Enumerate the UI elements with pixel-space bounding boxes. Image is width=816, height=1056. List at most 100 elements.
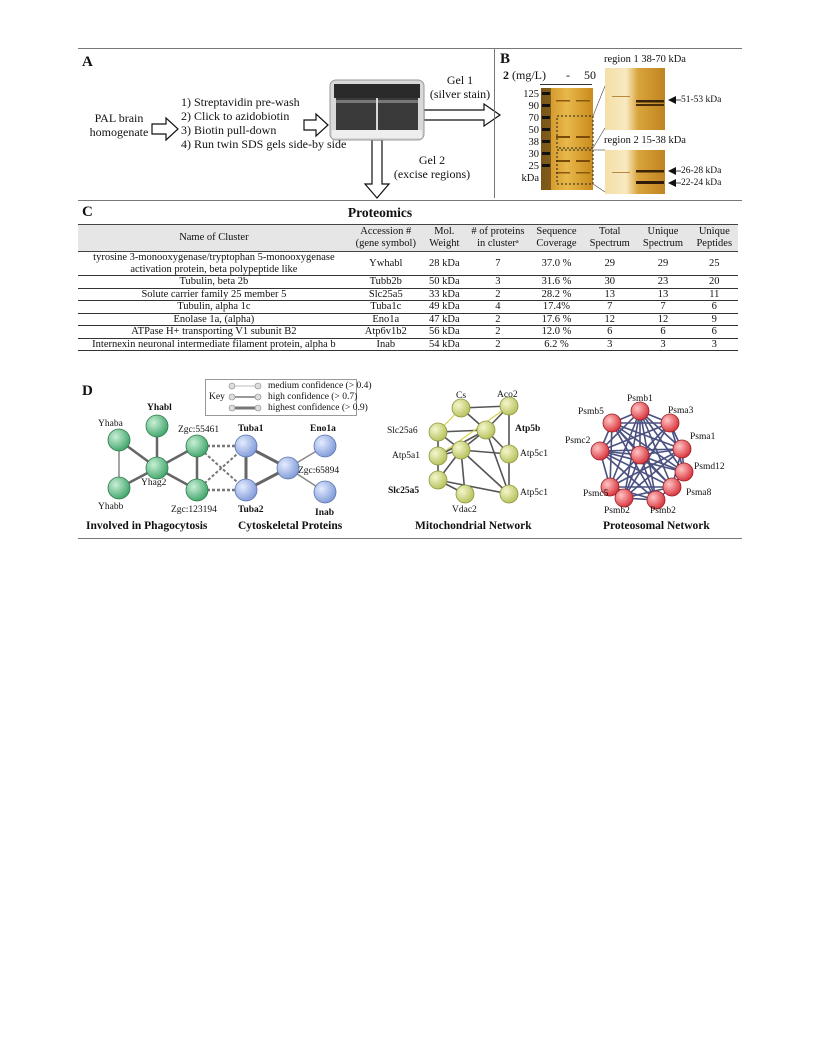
- network-graphics: [107, 396, 694, 510]
- marker-90: 90: [528, 101, 540, 112]
- conc-unit: (mg/L): [509, 68, 546, 82]
- gel2-line-1: Gel 2: [418, 153, 446, 167]
- gel1-line-2: (silver stain): [429, 87, 491, 101]
- label-psmb1: Psmb1: [627, 394, 653, 404]
- label-aco2: Aco2: [497, 390, 518, 400]
- node-atp5c1-a: [499, 444, 519, 464]
- panel-b-divider: [494, 48, 495, 198]
- label-atp5c1-b: Atp5c1: [520, 488, 548, 498]
- panel-a-arrows: [151, 79, 502, 199]
- node-yhaba: [107, 428, 131, 452]
- node-zgc55461: [185, 434, 209, 458]
- table-row: Internexin neuronal intermediate filamen…: [78, 338, 738, 351]
- node-psma3: [660, 413, 680, 433]
- marker-labels: 125 90 70 50 38 30 25 kDa: [513, 89, 540, 186]
- panel-b-letter: B: [500, 51, 511, 67]
- node-eno1a: [313, 434, 337, 458]
- gel1-label: Gel 1 (silver stain): [424, 73, 496, 101]
- label-yhag2: Yhag2: [141, 478, 167, 488]
- label-zgc55461: Zgc:55461: [178, 425, 220, 435]
- arrow-right-1: [151, 116, 179, 142]
- label-psma8: Psma8: [686, 488, 712, 498]
- label-inab: Inab: [315, 508, 335, 518]
- step-2: 2) Click to azidobiotin: [181, 109, 290, 123]
- node-yhabb: [107, 476, 131, 500]
- label-slc25a6: Slc25a6: [387, 426, 418, 436]
- node-atp5b: [476, 420, 496, 440]
- node-psmb2-a: [614, 488, 634, 508]
- step-list: 1) Streptavidin pre-wash 2) Click to azi…: [181, 95, 346, 151]
- gel-apparatus-image: [329, 79, 425, 141]
- label-yhabb: Yhabb: [98, 502, 124, 512]
- proteomics-title: Proteomics: [347, 205, 413, 220]
- node-psmc2: [590, 441, 610, 461]
- input-line-1: PAL brain: [94, 111, 144, 125]
- panel-c-letter: C: [82, 204, 93, 220]
- node-aco2: [499, 396, 519, 416]
- col-mol-weight: Mol.Weight: [421, 224, 467, 252]
- bottom-rule: [78, 538, 742, 539]
- node-center-red: [630, 445, 650, 465]
- label-psma3: Psma3: [668, 406, 694, 416]
- top-rule: [78, 48, 742, 49]
- node-vdac2: [455, 484, 475, 504]
- node-psmb5: [602, 413, 622, 433]
- label-tuba1: Tuba1: [238, 424, 264, 434]
- table-row: ATPase H+ transporting V1 subunit B2 Atp…: [78, 325, 738, 339]
- marker-70: 70: [528, 113, 540, 124]
- node-tuba1: [234, 434, 258, 458]
- marker-25: 25: [528, 161, 540, 172]
- input-label: PAL brain homogenate: [80, 111, 158, 139]
- label-psma1: Psma1: [690, 432, 716, 442]
- key-high: high confidence (> 0.7): [268, 392, 358, 402]
- marker-50: 50: [528, 125, 540, 136]
- node-psmd12: [674, 462, 694, 482]
- label-psmd12: Psmd12: [694, 462, 725, 472]
- label-vdac2: Vdac2: [452, 505, 477, 515]
- network-phagocytosis: [107, 414, 247, 502]
- proteomics-table: Name of Cluster Accession #(gene symbol)…: [78, 224, 738, 351]
- node-slc25a6: [428, 422, 448, 442]
- key-medium: medium confidence (> 0.4): [268, 381, 372, 391]
- table-row: tyrosine 3-monooxygenase/tryptophan 5-mo…: [78, 251, 738, 276]
- step-1: 1) Streptavidin pre-wash: [181, 95, 300, 109]
- label-cs: Cs: [456, 391, 467, 401]
- node-atp5a1: [428, 446, 448, 466]
- band-label-2: 26-28 kDa: [681, 166, 722, 176]
- marker-125: 125: [523, 89, 539, 100]
- gel1-line-1: Gel 1: [446, 73, 474, 87]
- gel-images: [541, 68, 681, 194]
- network-mitochondrial: [428, 396, 519, 504]
- node-psma8: [662, 477, 682, 497]
- region-2-gel: [605, 150, 665, 194]
- marker-30: 30: [528, 149, 540, 160]
- panel-a-letter: A: [82, 54, 93, 70]
- key-lines: [228, 382, 262, 412]
- node-psmb1: [630, 401, 650, 421]
- arrow-right-2: [303, 112, 329, 138]
- label-psmc2: Psmc2: [565, 436, 591, 446]
- label-eno1a: Eno1a: [310, 424, 336, 434]
- band-label-3: 22-24 kDa: [681, 178, 722, 188]
- node-center: [451, 440, 471, 460]
- arrow-to-gel1: [423, 102, 502, 128]
- label-atp5b: Atp5b: [515, 424, 541, 434]
- silver-stain-gel: [541, 88, 594, 190]
- rule-a-c: [78, 200, 742, 201]
- node-yhag2: [145, 456, 169, 480]
- panel-d-letter: D: [82, 383, 93, 399]
- node-inab: [313, 480, 337, 504]
- conc-control: -: [566, 68, 570, 82]
- label-yhaba: Yhaba: [98, 419, 123, 429]
- table-header-row: Name of Cluster Accession #(gene symbol)…: [78, 224, 738, 252]
- caption-phagocytosis: Involved in Phagocytosis: [86, 520, 208, 532]
- gel-header: 2 (mg/L) - 50: [503, 68, 596, 82]
- label-tuba2: Tuba2: [238, 505, 264, 515]
- caption-cytoskeletal: Cytoskeletal Proteins: [238, 520, 343, 532]
